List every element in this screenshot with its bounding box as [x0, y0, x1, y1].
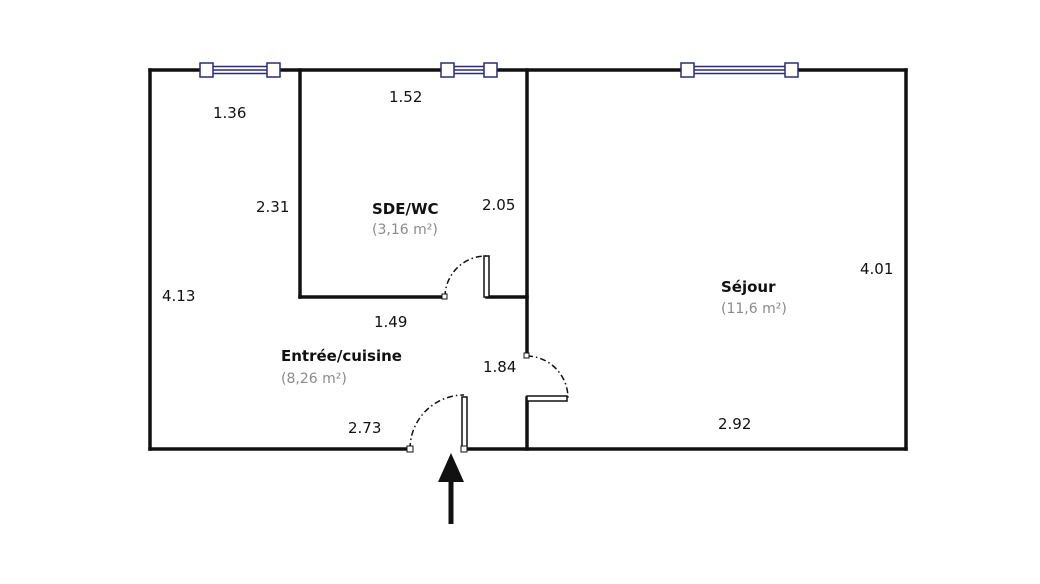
dimension-4-13: 4.13: [162, 287, 196, 305]
dimension-2-31: 2.31: [256, 198, 290, 216]
doors: [406, 255, 569, 453]
room-area-sejour: (11,6 m²): [721, 301, 787, 317]
room-area-entree: (8,26 m²): [281, 371, 347, 387]
windows: [199, 62, 799, 78]
room-name-entree: Entrée/cuisine: [281, 347, 402, 365]
door-sde: [441, 255, 490, 300]
dimension-2-05: 2.05: [482, 196, 516, 214]
door-entrance: [406, 394, 468, 453]
window-kitchen: [199, 62, 281, 78]
dimension-1-49: 1.49: [374, 313, 408, 331]
dimension-1-84: 1.84: [483, 358, 517, 376]
window-sejour: [680, 62, 799, 78]
dimension-1-36: 1.36: [213, 104, 247, 122]
dimension-1-52: 1.52: [389, 88, 423, 106]
room-name-sde: SDE/WC: [372, 200, 439, 218]
door-sejour: [523, 352, 569, 402]
entrance-arrow-icon: [438, 453, 464, 524]
dimension-4-01: 4.01: [860, 260, 894, 278]
dimension-2-92: 2.92: [718, 415, 752, 433]
dimension-2-73: 2.73: [348, 419, 382, 437]
window-sde: [440, 62, 498, 78]
walls: [148, 68, 908, 451]
room-name-sejour: Séjour: [721, 278, 776, 296]
room-area-sde: (3,16 m²): [372, 222, 438, 238]
